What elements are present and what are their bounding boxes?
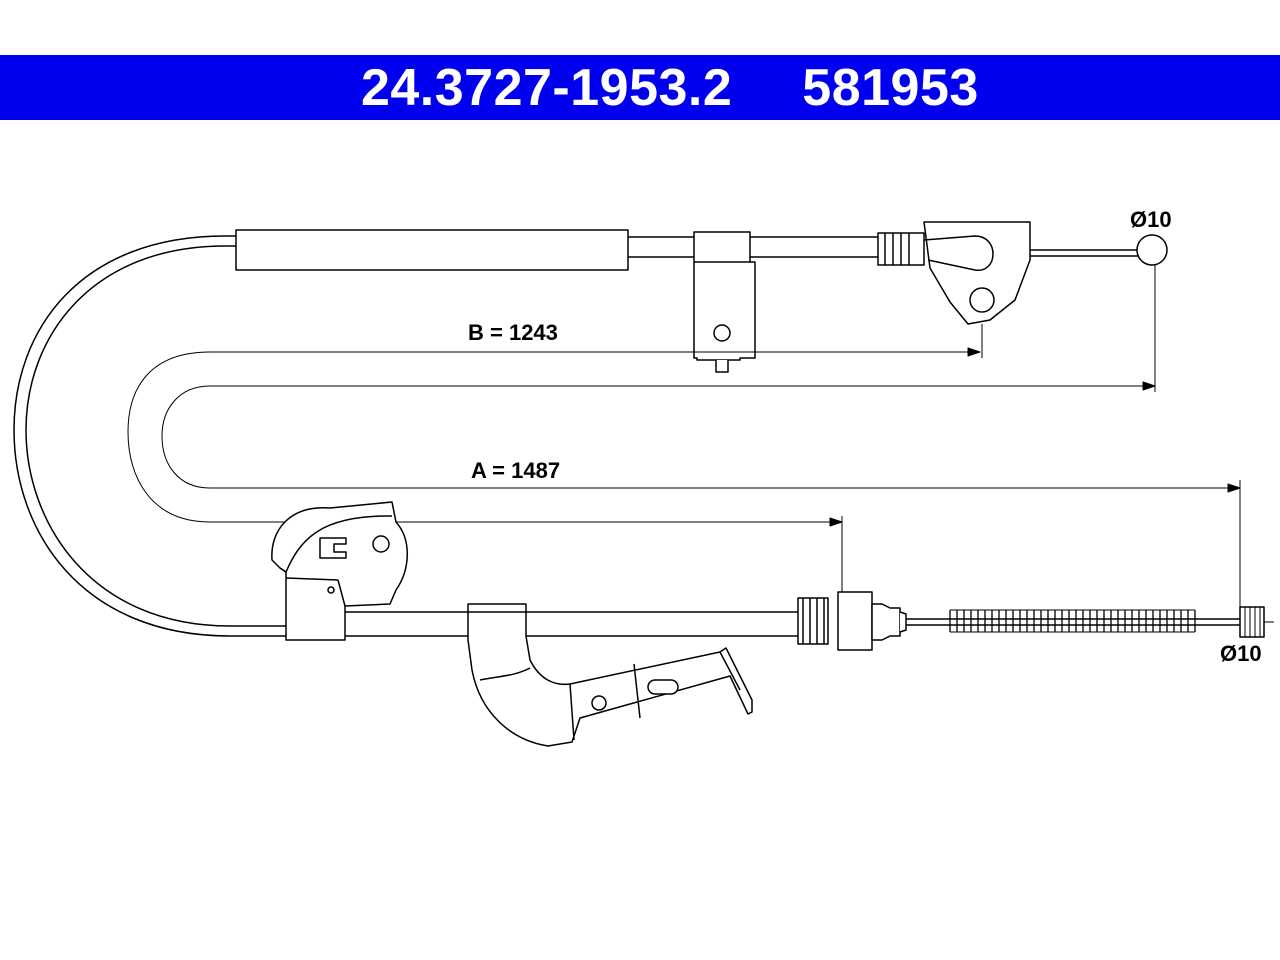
bottom-inner-cable — [906, 618, 1242, 626]
title-banner: 24.3727-1953.2 581953 — [0, 55, 1280, 120]
dimension-b-label: B = 1243 — [468, 320, 558, 345]
top-cable — [628, 236, 880, 258]
dimension-loop-a — [161, 385, 1238, 489]
alt-number: 581953 — [802, 58, 979, 117]
left-mounting-bracket — [271, 501, 408, 641]
bottom-diameter-label: Ø10 — [1220, 641, 1262, 666]
dimension-a-label: A = 1487 — [471, 458, 560, 483]
return-spring — [949, 610, 1196, 632]
top-sheath-sleeve — [235, 229, 629, 271]
bottom-clamp-bracket — [467, 603, 753, 747]
cable-outer-sheath — [13, 235, 286, 637]
top-clamp-bracket — [693, 231, 756, 361]
top-end-fitting — [923, 221, 1031, 325]
banner-title: 24.3727-1953.2 581953 — [301, 0, 979, 178]
bottom-cable — [345, 611, 800, 637]
dimension-loop-b — [127, 351, 980, 523]
top-inner-cable — [1030, 249, 1140, 257]
top-diameter-label: Ø10 — [1130, 207, 1172, 232]
cable-inner-sheath — [25, 245, 286, 627]
part-number: 24.3727-1953.2 — [360, 58, 733, 117]
top-end-nipple — [1136, 234, 1168, 266]
bottom-end-fitting — [837, 591, 873, 651]
